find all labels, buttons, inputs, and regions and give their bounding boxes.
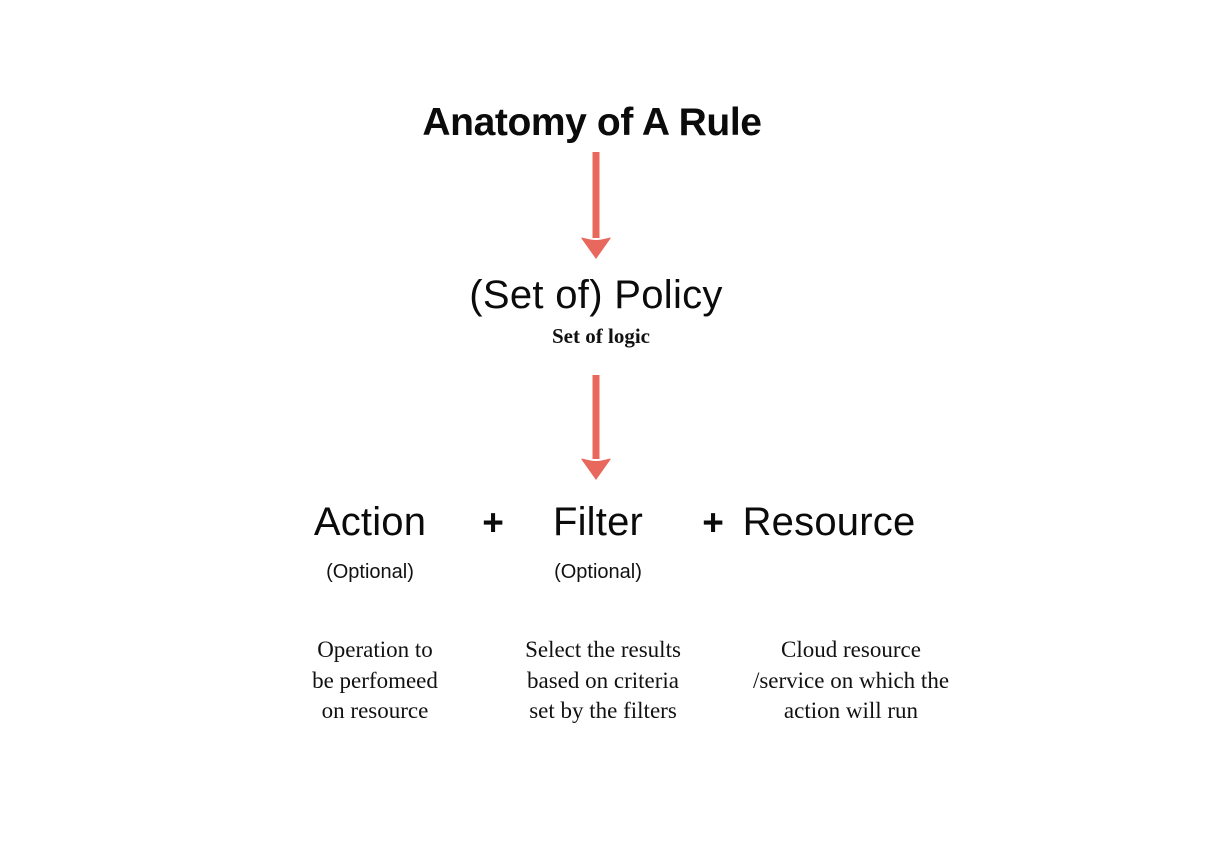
diagram-title-text: Anatomy of A Rule [422,101,762,144]
component-label-filter: Filter [552,500,644,544]
policy-node-subtitle-text: Set of logic [552,324,650,348]
component-description-action: Operation to be perfomeed on resource [275,635,475,727]
policy-node-subtitle: Set of logic [0,324,1216,349]
components-formula-row: Action + Filter + Resource [0,500,1216,560]
diagram-title: Anatomy of A Rule [0,101,1216,145]
description-line: be perfomeed [312,667,438,693]
description-line: set by the filters [529,698,677,723]
component-label-resource: Resource [742,500,916,544]
plus-operator-1: + [482,502,504,543]
component-description-resource: Cloud resource /service on which the act… [721,635,981,727]
policy-node-label: (Set of) Policy [0,273,1216,318]
description-line: action will run [783,698,919,723]
component-label-action: Action [313,500,427,544]
description-line: Cloud resource [781,637,921,662]
component-description-filter: Select the results based on criteria set… [493,635,713,727]
optional-label-action: (Optional) [326,561,414,583]
policy-node-label-text: (Set of) Policy [469,273,723,317]
description-line: Operation to [317,637,433,662]
optional-label-filter: (Optional) [554,561,642,583]
plus-operator-2: + [702,502,724,543]
description-line: based on criteria [527,667,679,693]
description-line: Select the results [525,637,681,662]
description-line: on resource [321,698,429,723]
description-line: /service on which the [752,667,950,693]
